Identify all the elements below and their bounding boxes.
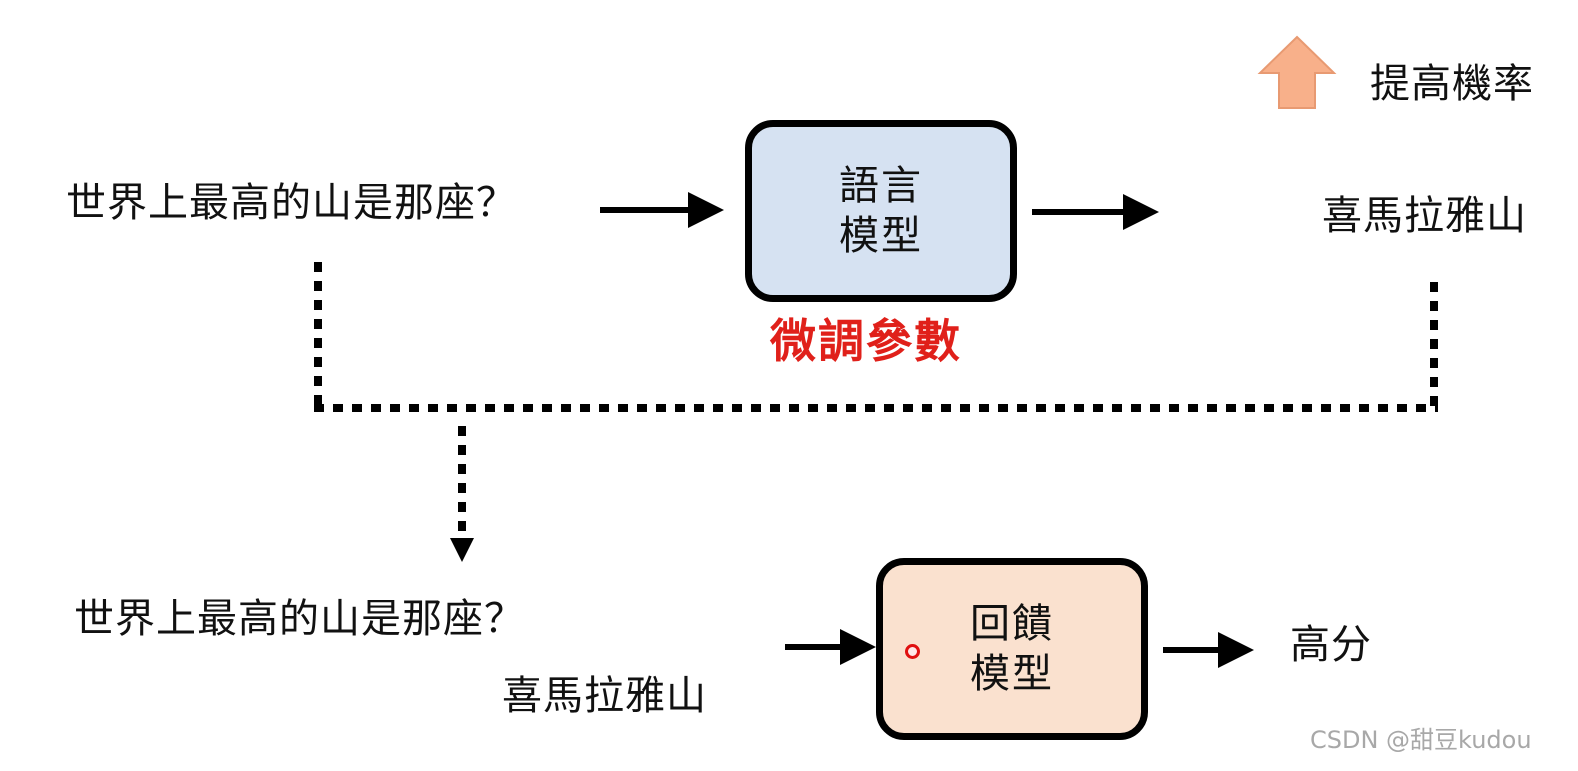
fine-tune-label: 微調參數 — [770, 314, 962, 368]
reward-model-line2: 模型 — [970, 651, 1054, 697]
up-arrow-icon — [1257, 35, 1337, 109]
language-model-line1: 語言 — [839, 163, 923, 209]
language-model-box: 語言 模型 — [745, 120, 1017, 302]
bottom-answer: 喜馬拉雅山 — [502, 673, 707, 719]
top-question: 世界上最高的山是那座？ — [66, 180, 517, 226]
cursor-pointer-dot — [905, 644, 920, 659]
reward-model-box: 回饋 模型 — [876, 558, 1148, 740]
top-answer: 喜馬拉雅山 — [1322, 193, 1527, 239]
bottom-question: 世界上最高的山是那座？ — [74, 596, 525, 642]
increase-probability-label: 提高機率 — [1370, 61, 1534, 107]
score-output: 高分 — [1290, 622, 1372, 668]
reward-model-line1: 回饋 — [970, 601, 1054, 647]
dotted-arrow-head — [450, 538, 474, 562]
language-model-line2: 模型 — [839, 213, 923, 259]
watermark: CSDN @甜豆kudou — [1310, 726, 1532, 754]
